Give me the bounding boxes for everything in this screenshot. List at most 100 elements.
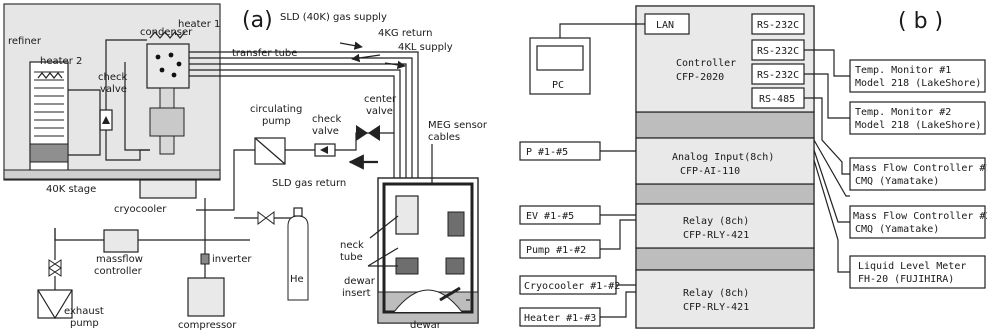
pump-left-pipe bbox=[196, 149, 255, 211]
he-valve-symbol bbox=[257, 211, 275, 225]
port-label-3: RS-232C bbox=[757, 70, 799, 81]
label-check-valve-mid-2: valve bbox=[312, 126, 339, 137]
condenser-dots bbox=[155, 52, 182, 78]
check-to-tube-pipe bbox=[335, 132, 394, 151]
neck-tube-pointer bbox=[369, 215, 399, 239]
heater-1-zigzag bbox=[149, 31, 186, 39]
conn-mfc-analog bbox=[813, 139, 850, 197]
panel-b-tag: ( b ) bbox=[898, 9, 943, 34]
inverter-box bbox=[200, 253, 210, 265]
refiner-base bbox=[29, 143, 69, 163]
label-40k-stage: 40K stage bbox=[46, 184, 96, 195]
label-meg-cables-2: cables bbox=[428, 132, 460, 143]
relay-2-name: Relay (8ch) bbox=[683, 288, 749, 299]
refiner-pipe bbox=[68, 89, 101, 156]
label-massflow-1: massflow bbox=[96, 254, 143, 265]
label-check-valve-top-1: check bbox=[98, 72, 127, 83]
refiner-coil bbox=[34, 71, 64, 137]
label-transfer-tube: transfer tube bbox=[232, 48, 297, 59]
input-label-heater: Heater #1-#3 bbox=[524, 313, 596, 324]
massflow-pipe bbox=[54, 228, 250, 241]
label-condenser: condenser bbox=[140, 27, 193, 38]
conn-level bbox=[813, 159, 850, 273]
exhaust-pump-body bbox=[37, 289, 73, 319]
label-heater-2: heater 2 bbox=[40, 56, 82, 67]
device-3-line1: Mass Flow Controller #1 bbox=[853, 163, 987, 174]
label-refiner: refiner bbox=[8, 36, 42, 47]
conn-heater bbox=[600, 291, 636, 318]
cold-head-flange bbox=[149, 107, 185, 137]
device-5-line1: Liquid Level Meter bbox=[858, 261, 966, 272]
input-label-pump: Pump #1-#2 bbox=[526, 245, 586, 256]
device-1-line1: Temp. Monitor #1 bbox=[855, 65, 951, 76]
conn-pump bbox=[600, 219, 636, 250]
exhaust-valve-symbol bbox=[48, 259, 62, 277]
relay-module-2 bbox=[635, 269, 815, 329]
conn-mfc2 bbox=[813, 149, 850, 223]
device-1-line2: Model 218 (LakeShore) bbox=[855, 78, 981, 89]
label-4kl-supply: 4KL supply bbox=[398, 42, 453, 53]
label-meg-cables-1: MEG sensor bbox=[428, 120, 488, 131]
insert-block-left bbox=[395, 257, 419, 275]
port-label-1: RS-232C bbox=[757, 20, 799, 31]
sensor-block-upper bbox=[447, 211, 465, 237]
port-label-2: RS-232C bbox=[757, 46, 799, 57]
cryocooler-box bbox=[139, 179, 197, 199]
separator-1 bbox=[635, 111, 815, 139]
pc-label: PC bbox=[552, 80, 564, 91]
label-inverter: inverter bbox=[212, 254, 252, 265]
label-he: He bbox=[290, 274, 304, 285]
label-center-valve-1: center bbox=[364, 94, 397, 105]
sld-supply-arrow bbox=[339, 41, 363, 50]
panel-a-tag: (a) bbox=[242, 8, 273, 33]
separator-2 bbox=[635, 183, 815, 205]
conn-temp2 bbox=[804, 73, 850, 119]
label-neck-tube-2: tube bbox=[340, 252, 363, 263]
panel-b: LAN RS-232C RS-232C RS-232C RS-485 Contr… bbox=[519, 5, 987, 329]
controller-model: CFP-2020 bbox=[676, 72, 724, 83]
device-box-mfc1 bbox=[849, 157, 986, 191]
device-box-mfc2 bbox=[849, 205, 986, 239]
insert-pointer-1 bbox=[367, 247, 399, 267]
label-neck-tube-1: neck bbox=[340, 240, 364, 251]
label-dewar-insert-1: dewar bbox=[344, 276, 376, 287]
relay-1-model: CFP-RLY-421 bbox=[683, 230, 749, 241]
label-massflow-2: controller bbox=[94, 266, 143, 277]
label-dewar-insert-2: insert bbox=[342, 288, 371, 299]
device-2-line2: Model 218 (LakeShore) bbox=[855, 120, 981, 131]
input-label-cryocooler: Cryocooler #1-#2 bbox=[524, 281, 620, 292]
label-cryocooler: cryocooler bbox=[114, 204, 167, 215]
label-exhaust-pump-1: exhaust bbox=[64, 306, 104, 317]
panel-a: (a) refiner heater 2 condenser heater 1 … bbox=[3, 3, 488, 331]
check-valve-top-triangle bbox=[102, 116, 110, 124]
relay-module-1 bbox=[635, 203, 815, 249]
device-5-line2: FH-20 (FUJIHIRA) bbox=[858, 274, 954, 285]
label-check-valve-mid-1: check bbox=[312, 114, 341, 125]
helmet-sensor-rod bbox=[439, 286, 461, 302]
label-dewar: dewar bbox=[410, 320, 442, 331]
he-cylinder-valve bbox=[293, 207, 303, 217]
analog-module bbox=[635, 137, 815, 185]
check-valve-mid-triangle bbox=[320, 146, 328, 154]
neck-tube-block bbox=[395, 195, 419, 235]
compressor-box bbox=[187, 277, 225, 317]
relay-2-model: CFP-RLY-421 bbox=[683, 302, 749, 313]
port-box-1 bbox=[751, 13, 805, 35]
label-circulating-pump-1: circulating bbox=[250, 104, 302, 115]
condenser-return-pipe bbox=[124, 62, 150, 151]
lan-label: LAN bbox=[656, 20, 674, 31]
input-label-ev: EV #1-#5 bbox=[526, 211, 574, 222]
label-heater-1: heater 1 bbox=[178, 19, 220, 30]
label-compressor: compressor bbox=[178, 320, 237, 331]
separator-3 bbox=[635, 247, 815, 271]
conn-mfc1 bbox=[804, 97, 850, 175]
lan-cable bbox=[559, 23, 645, 38]
input-label-p: P #1-#5 bbox=[526, 147, 568, 158]
label-sld-supply: SLD (40K) gas supply bbox=[280, 12, 387, 23]
device-4-line2: CMQ (Yamatake) bbox=[855, 224, 939, 235]
label-sld-return: SLD gas return bbox=[272, 178, 346, 189]
stage-bar bbox=[3, 169, 221, 180]
check-valve-pipe-up bbox=[105, 39, 147, 110]
device-2-line1: Temp. Monitor #2 bbox=[855, 107, 951, 118]
